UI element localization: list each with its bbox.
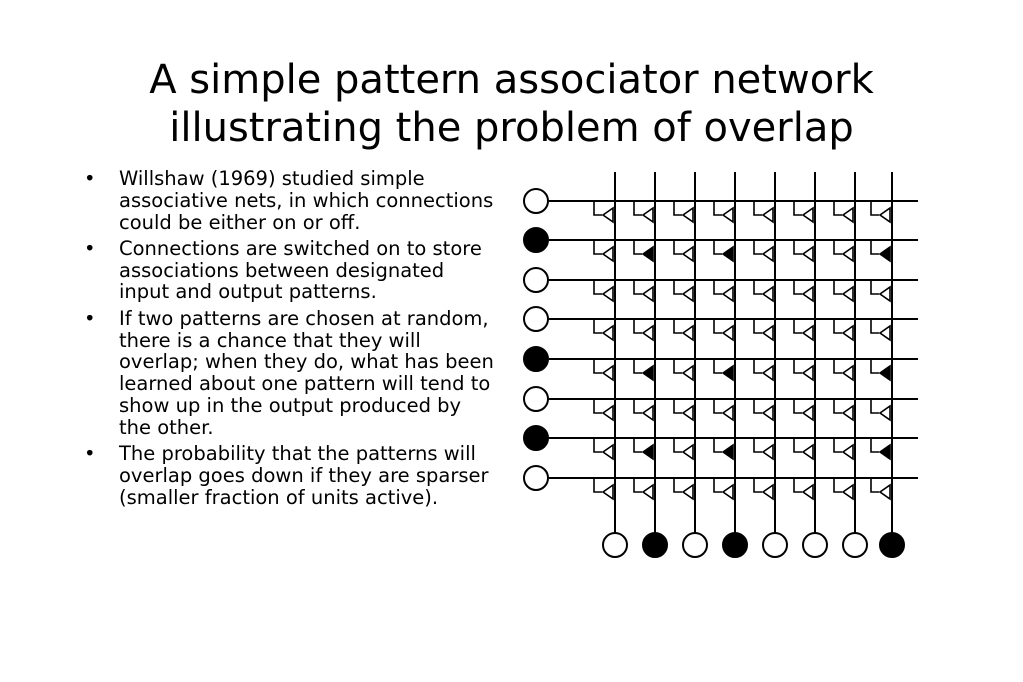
input-unit-active	[523, 346, 549, 372]
synapse-on	[870, 359, 891, 382]
bullet-list: • Willshaw (1969) studied simple associa…	[84, 168, 499, 513]
synapse-on	[870, 438, 891, 461]
synapse-off	[673, 399, 694, 422]
synapse-off	[833, 280, 854, 303]
input-unit-active	[523, 425, 549, 451]
bullet-item: • The probability that the patterns will…	[84, 443, 499, 508]
synapse-off	[633, 201, 654, 224]
synapse-off	[793, 399, 814, 422]
output-unit-inactive	[682, 532, 708, 558]
synapse-off	[753, 399, 774, 422]
synapse-off	[870, 201, 891, 224]
synapse-on	[713, 240, 734, 263]
output-unit-inactive	[602, 532, 628, 558]
synapse-off	[753, 319, 774, 342]
synapse-off	[673, 319, 694, 342]
synapse-off	[793, 201, 814, 224]
output-unit-inactive	[842, 532, 868, 558]
bullet-dot-icon: •	[84, 167, 96, 190]
synapse-off	[673, 280, 694, 303]
bullet-text: If two patterns are chosen at random, th…	[119, 306, 494, 439]
synapse-on	[633, 438, 654, 461]
synapse-off	[753, 478, 774, 501]
synapse-on	[870, 240, 891, 263]
synapse-off	[793, 438, 814, 461]
synapse-off	[753, 359, 774, 382]
slide-title: A simple pattern associator network illu…	[0, 56, 1023, 152]
output-unit-active	[879, 532, 905, 558]
input-unit-inactive	[523, 465, 549, 491]
input-unit-active	[523, 227, 549, 253]
synapse-off	[833, 438, 854, 461]
synapse-off	[713, 399, 734, 422]
synapse-off	[673, 438, 694, 461]
synapse-off	[793, 478, 814, 501]
bullet-text: Willshaw (1969) studied simple associati…	[119, 167, 494, 234]
synapse-on	[713, 359, 734, 382]
output-unit-active	[722, 532, 748, 558]
synapse-off	[753, 438, 774, 461]
synapse-off	[713, 478, 734, 501]
synapse-off	[633, 478, 654, 501]
synapse-off	[633, 399, 654, 422]
synapse-off	[833, 240, 854, 263]
synapse-off	[870, 399, 891, 422]
synapse-off	[753, 240, 774, 263]
synapse-off	[833, 319, 854, 342]
synapse-off	[593, 319, 614, 342]
bullet-dot-icon: •	[84, 306, 96, 330]
output-unit-inactive	[802, 532, 828, 558]
synapse-off	[833, 201, 854, 224]
bullet-text: The probability that the patterns will o…	[119, 442, 489, 509]
synapse-off	[593, 359, 614, 382]
bullet-item: • Willshaw (1969) studied simple associa…	[84, 168, 499, 233]
synapse-off	[673, 240, 694, 263]
synapse-off	[753, 280, 774, 303]
synapse-off	[673, 478, 694, 501]
synapse-off	[833, 399, 854, 422]
synapse-off	[633, 280, 654, 303]
synapse-off	[593, 201, 614, 224]
synapse-off	[593, 399, 614, 422]
output-unit-active	[642, 532, 668, 558]
title-line-2: illustrating the problem of overlap	[169, 105, 854, 151]
title-line-1: A simple pattern associator network	[149, 57, 874, 103]
bullet-item: • If two patterns are chosen at random, …	[84, 306, 499, 439]
input-unit-inactive	[523, 306, 549, 332]
synapse-off	[870, 478, 891, 501]
synapse-off	[793, 359, 814, 382]
bullet-dot-icon: •	[84, 442, 96, 466]
output-unit-inactive	[762, 532, 788, 558]
synapse-off	[793, 240, 814, 263]
synapse-on	[633, 359, 654, 382]
synapse-off	[713, 319, 734, 342]
synapse-off	[833, 359, 854, 382]
synapse-off	[673, 359, 694, 382]
synapse-off	[593, 280, 614, 303]
input-unit-inactive	[523, 386, 549, 412]
synapse-off	[713, 280, 734, 303]
input-unit-inactive	[523, 188, 549, 214]
synapse-on	[633, 240, 654, 263]
synapse-off	[833, 478, 854, 501]
synapse-off	[793, 319, 814, 342]
synapse-off	[673, 201, 694, 224]
synapse-off	[793, 280, 814, 303]
input-unit-inactive	[523, 267, 549, 293]
synapse-off	[593, 240, 614, 263]
synapse-off	[593, 478, 614, 501]
synapse-off	[633, 319, 654, 342]
synapse-off	[870, 280, 891, 303]
bullet-dot-icon: •	[84, 236, 96, 260]
synapse-on	[713, 438, 734, 461]
synapse-off	[713, 201, 734, 224]
synapse-off	[753, 201, 774, 224]
bullet-text: Connections are switched on to store ass…	[119, 236, 482, 304]
bullet-item: • Connections are switched on to store a…	[84, 238, 499, 303]
synapse-off	[870, 319, 891, 342]
synapse-off	[593, 438, 614, 461]
